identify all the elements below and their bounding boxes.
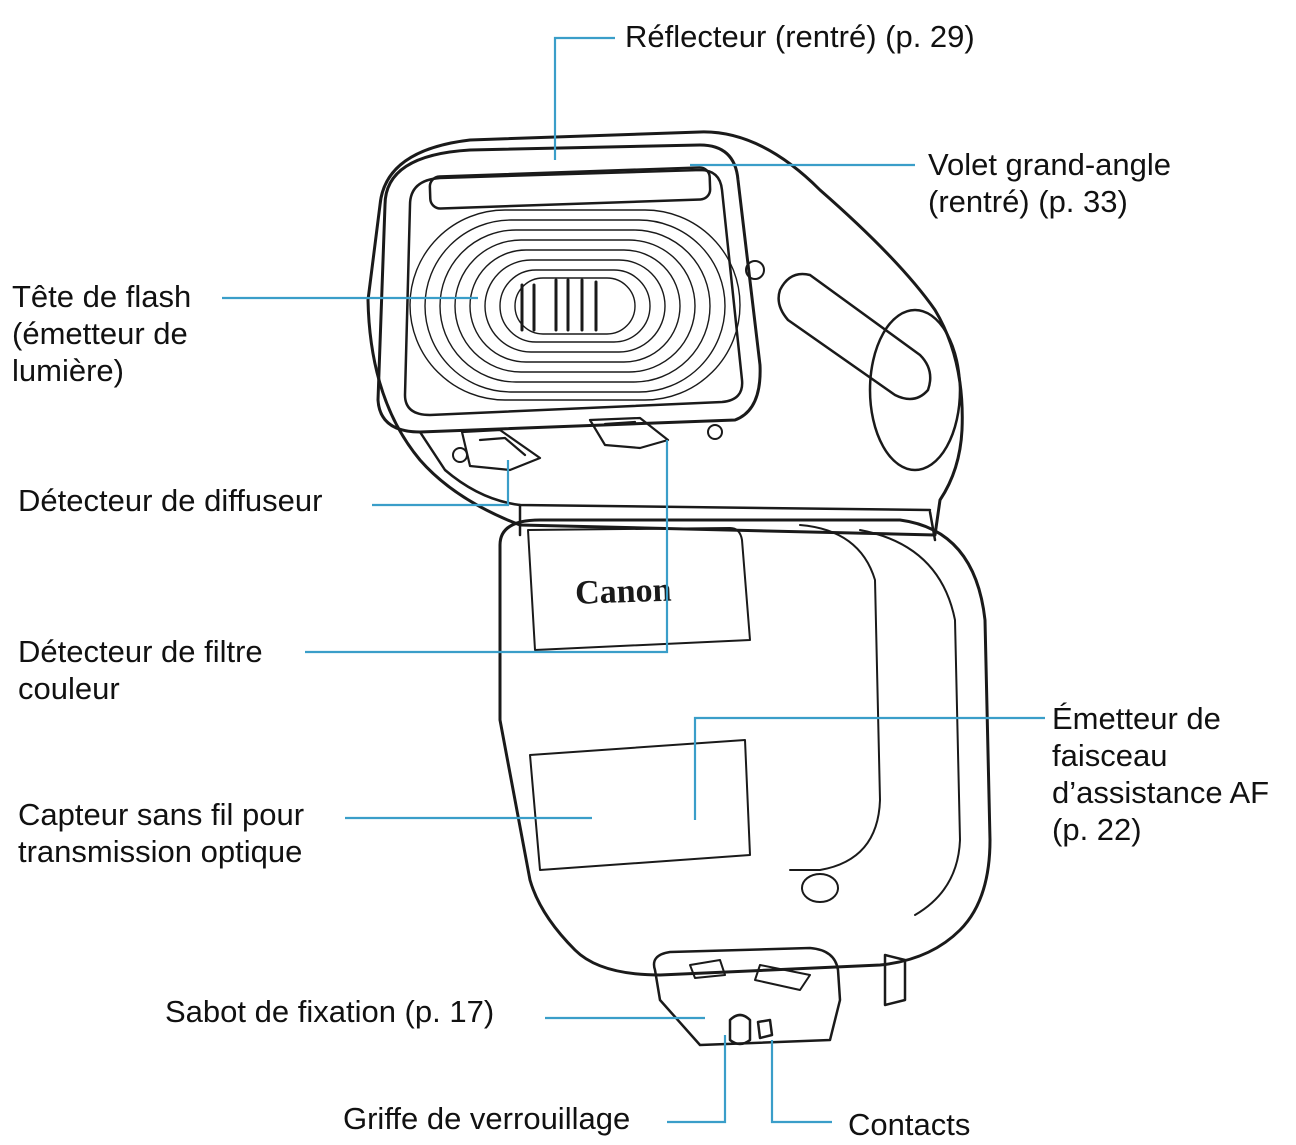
leader-emetteur-af xyxy=(693,716,1045,820)
leader-filtre xyxy=(305,440,669,654)
fresnel-lens xyxy=(409,209,741,401)
flash-body xyxy=(498,518,992,977)
label-tete: Tête de flash (émetteur de lumière) xyxy=(12,278,191,389)
label-sabot: Sabot de fixation (p. 17) xyxy=(165,993,494,1030)
label-capteur: Capteur sans fil pour transmission optiq… xyxy=(18,796,304,870)
contacts-pins xyxy=(756,1018,774,1040)
flash-illustration xyxy=(366,130,992,1047)
color-filter-detector xyxy=(588,416,670,450)
label-griffe: Griffe de verrouillage xyxy=(343,1100,630,1137)
label-diffuseur: Détecteur de diffuseur xyxy=(18,482,322,519)
leader-griffe xyxy=(667,1035,727,1124)
flash-tube xyxy=(520,278,598,332)
flash-head-bottom xyxy=(418,430,932,512)
label-emetteur-af-line-2: faisceau xyxy=(1052,738,1168,773)
label-sabot-text: Sabot de fixation (p. 17) xyxy=(165,994,495,1029)
body-side-panel xyxy=(789,524,881,871)
label-griffe-text: Griffe de verrouillage xyxy=(343,1101,631,1136)
label-emetteur-af-line-3: d’assistance AF xyxy=(1052,775,1270,810)
label-tete-line-2: (émetteur de xyxy=(12,316,188,351)
body-panel-upper xyxy=(527,527,751,651)
flash-neck xyxy=(518,503,937,542)
label-capteur-line-2: transmission optique xyxy=(18,834,303,869)
flash-head-dial xyxy=(868,308,962,472)
label-tete-line-1: Tête de flash xyxy=(12,279,192,314)
label-volet-line-1: Volet grand-angle xyxy=(928,147,1172,182)
wide-panel xyxy=(428,166,712,210)
leader-lines xyxy=(222,36,1045,1124)
label-emetteur-af-line-1: Émetteur de xyxy=(1052,701,1221,736)
label-volet-line-2: (rentré) (p. 33) xyxy=(928,184,1128,219)
mounting-foot xyxy=(652,946,842,1047)
flash-bezel xyxy=(403,168,744,417)
label-filtre: Détecteur de filtre couleur xyxy=(18,633,263,707)
label-filtre-line-1: Détecteur de filtre xyxy=(18,634,263,669)
body-panel-lower xyxy=(529,739,751,871)
label-reflecteur: Réflecteur (rentré) (p. 29) xyxy=(625,18,975,55)
label-capteur-line-1: Capteur sans fil pour xyxy=(18,797,305,832)
label-contacts: Contacts xyxy=(848,1106,970,1143)
canon-logo: Canon xyxy=(574,572,672,612)
label-tete-line-3: lumière) xyxy=(12,353,124,388)
leader-contacts xyxy=(770,1040,832,1124)
flash-head-shell xyxy=(366,130,964,537)
label-volet: Volet grand-angle (rentré) (p. 33) xyxy=(928,146,1171,220)
label-emetteur-af-line-4: (p. 22) xyxy=(1052,812,1142,847)
label-filtre-line-2: couleur xyxy=(18,671,120,706)
leader-diffuseur xyxy=(372,460,510,507)
label-emetteur-af: Émetteur de faisceau d’assistance AF (p.… xyxy=(1052,700,1269,848)
diffuser-detector xyxy=(460,428,542,472)
leader-reflecteur xyxy=(553,36,615,160)
lock-pin xyxy=(728,1013,752,1046)
flash-head-side xyxy=(777,272,932,401)
flash-head-front xyxy=(376,143,762,434)
label-diffuseur-text: Détecteur de diffuseur xyxy=(18,483,323,518)
label-reflecteur-text: Réflecteur (rentré) (p. 29) xyxy=(625,19,975,54)
label-contacts-text: Contacts xyxy=(848,1107,971,1142)
